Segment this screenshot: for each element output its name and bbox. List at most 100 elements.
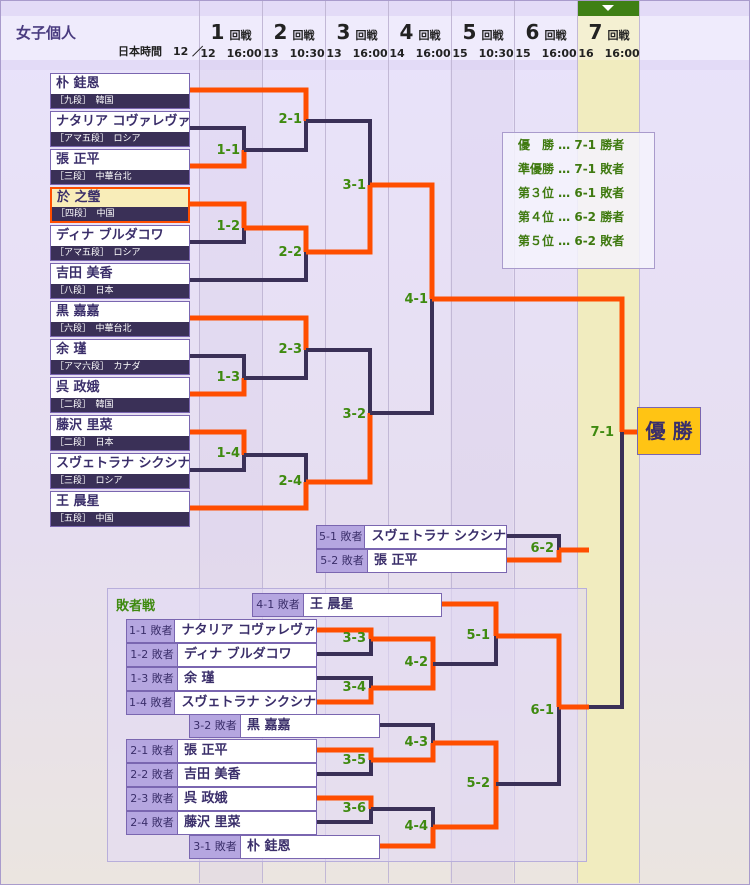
loser-name: 吉田 美香: [184, 767, 241, 782]
player-rank-country: ［アマ六段］ カナダ: [51, 360, 189, 374]
bracket-line: [244, 350, 308, 380]
bracket-line: [188, 150, 247, 169]
player-card: ディナ ブルダコワ［アマ五段］ ロシア: [50, 225, 190, 261]
match-label: 1-4: [216, 446, 241, 461]
loser-entry: 2-2 敗者吉田 美香: [126, 763, 317, 787]
bracket-line: [496, 633, 562, 707]
loser-name: 藤沢 里菜: [184, 815, 241, 830]
player-rank-country: ［六段］ 中華台北: [51, 322, 189, 336]
bracket-line: [378, 827, 436, 849]
loser-name: 呉 政娥: [184, 791, 228, 806]
bracket-line: [188, 201, 247, 228]
loser-entry: 1-4 敗者スヴェトラナ シクシナ: [126, 691, 317, 715]
bracket-line: [315, 760, 373, 776]
bracket-line: [315, 747, 374, 760]
round-suffix: 回戦: [418, 29, 441, 42]
bracket-line: [188, 228, 246, 244]
loser-source-tag: 1-1 敗者: [127, 620, 176, 642]
player-rank-country: ［三段］ ロシア: [51, 474, 189, 488]
player-rank-country: ［三段］ 中華台北: [51, 170, 189, 184]
loser-name: 余 瑾: [184, 671, 215, 686]
loser-name: 張 正平: [184, 743, 228, 758]
bracket-line: [188, 482, 309, 511]
bracket-line: [315, 627, 374, 639]
bracket-line: [188, 126, 246, 150]
bracket-line: [371, 636, 436, 664]
loser-entry: 1-1 敗者ナタリア コヴァレヴァ: [126, 619, 317, 643]
loser-entry: 3-1 敗者朴 銈恩: [189, 835, 380, 859]
current-round-marker: [577, 1, 639, 16]
round-suffix: 回戦: [544, 29, 567, 42]
match-label: 6-1: [530, 703, 555, 718]
column-divider: [388, 1, 389, 883]
round-7-header: [577, 16, 639, 60]
match-label: 3-2: [342, 407, 367, 422]
loser-source-tag: 4-1 敗者: [253, 594, 304, 616]
repechage-title: 敗者戦: [116, 599, 156, 614]
player-name: 呉 政娥: [56, 380, 100, 395]
bracket-line: [371, 807, 435, 827]
bracket-line: [306, 348, 372, 413]
ranking-legend: 優 勝 … 7-1 勝者 準優勝 … 7-1 敗者 第３位 … 6-1 敗者 第…: [502, 132, 655, 269]
loser-entry: 2-4 敗者藤沢 里菜: [126, 811, 317, 835]
player-card: 朴 銈恩 ［九段］ 韓国: [50, 73, 190, 109]
loser-entry: 4-1 敗者王 晨星: [252, 593, 442, 617]
player-card: 於 之瑩［四段］ 中国: [50, 187, 190, 223]
bracket-line: [306, 185, 373, 255]
loser-name: 王 晨星: [310, 597, 354, 612]
match-label: 4-1: [404, 292, 429, 307]
bracket-line: [433, 784, 499, 830]
loser-entry: 5-1 敗者スヴェトラナ シクシナ: [316, 525, 507, 549]
match-label: 2-1: [278, 112, 303, 127]
column-divider: [451, 1, 452, 883]
round-date: 15 16:00: [515, 47, 577, 60]
loser-source-tag: 3-2 敗者: [190, 715, 241, 737]
match-label: 3-3: [342, 631, 367, 646]
player-rank-country: ［九段］ 韓国: [51, 94, 189, 108]
player-card: 王 晨星［五段］ 中国: [50, 491, 190, 527]
loser-source-tag: 2-3 敗者: [127, 788, 178, 810]
player-rank-country: ［四段］ 中国: [52, 207, 188, 221]
round-suffix: 回戦: [355, 29, 378, 42]
bracket-line: [506, 534, 561, 550]
loser-source-tag: 1-2 敗者: [127, 644, 178, 666]
match-label: 3-1: [342, 178, 367, 193]
round-number: 6: [525, 20, 540, 44]
bracket-line: [188, 315, 309, 350]
loser-entry: 2-1 敗者張 正平: [126, 739, 317, 763]
player-name: 朴 銈恩: [56, 76, 100, 91]
round-date: 12 16:00: [200, 47, 262, 60]
bracket-line: [315, 639, 373, 656]
bracket-line: [433, 740, 499, 784]
round-suffix: 回戦: [292, 29, 315, 42]
round-date: 13 10:30: [263, 47, 325, 60]
column-divider: [577, 1, 578, 883]
loser-name: スヴェトラナ シクシナ: [371, 529, 506, 544]
round-number: 3: [336, 20, 351, 44]
legend-item: 第３位 … 6-1 敗者: [518, 186, 625, 200]
triangle-down-icon: [602, 5, 614, 11]
loser-source-tag: 5-2 敗者: [317, 550, 368, 572]
legend-item: 第５位 … 6-2 敗者: [518, 234, 625, 248]
bracket-line: [244, 121, 308, 152]
column-divider: [199, 1, 200, 883]
legend-item: 準優勝 … 7-1 敗者: [518, 162, 625, 176]
loser-name: ディナ ブルダコワ: [184, 647, 292, 662]
round-date: 15 10:30: [452, 47, 514, 60]
player-rank-country: ［五段］ 中国: [51, 512, 189, 526]
loser-entry: 2-3 敗者呉 政娥: [126, 787, 317, 811]
round-number: 5: [462, 20, 477, 44]
bracket-line: [188, 252, 308, 282]
loser-name: 張 正平: [374, 553, 418, 568]
match-label: 1-1: [216, 143, 241, 158]
match-label: 1-3: [216, 370, 241, 385]
loser-source-tag: 2-1 敗者: [127, 740, 178, 762]
bracket-line: [188, 87, 309, 121]
loser-source-tag: 5-1 敗者: [317, 526, 366, 548]
bracket-line: [315, 809, 373, 824]
